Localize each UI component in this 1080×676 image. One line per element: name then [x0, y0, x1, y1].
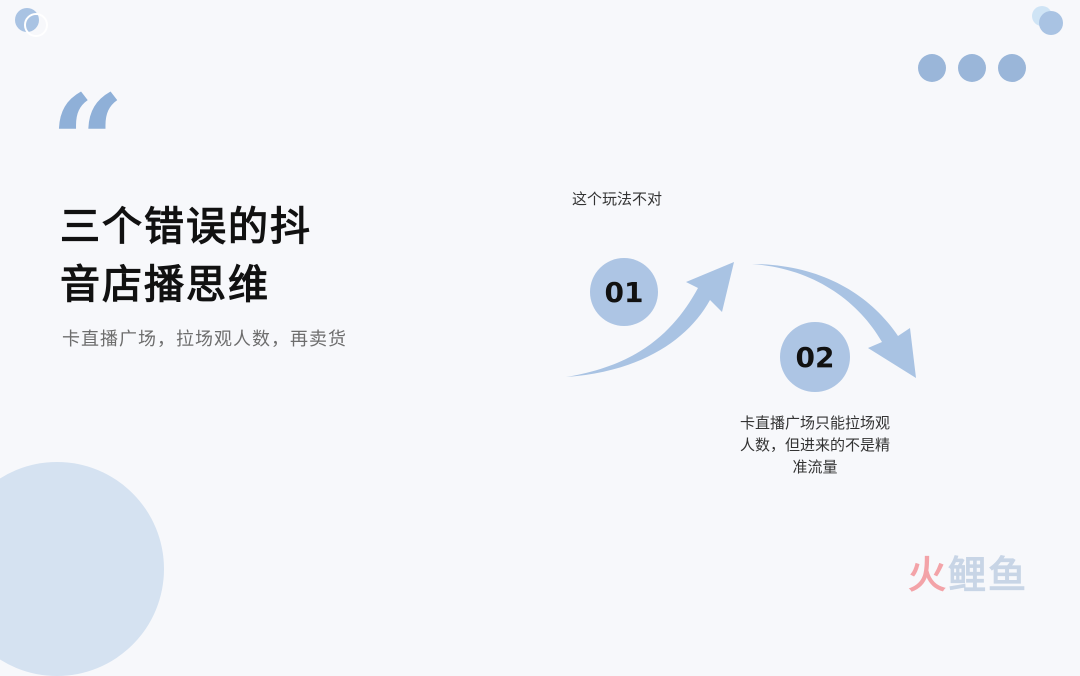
title-line-2: 音店播思维 [60, 262, 270, 308]
step-1-badge: 01 [590, 258, 658, 326]
step-2-number: 02 [795, 340, 835, 374]
watermark-part-1: 火 [908, 553, 949, 597]
slide-title: 三个错误的抖 音店播思维 [60, 198, 380, 314]
watermark-part-2: 鲤鱼 [948, 553, 1029, 597]
arrow-down-icon [752, 264, 916, 378]
arrow-up-icon [566, 262, 734, 377]
flow-arrows [566, 262, 916, 378]
step-2-badge: 02 [780, 322, 850, 392]
step-1-caption: 这个玩法不对 [572, 190, 663, 208]
slide-subtitle: 卡直播广场，拉场观人数，再卖货 [62, 329, 347, 350]
step-2-caption: 卡直播广场只能拉场观人数，但进来的不是精准流量 [739, 414, 890, 476]
corner-circles-top-left [15, 8, 48, 37]
step-1-number: 01 [604, 275, 644, 309]
decor-dot-3 [998, 54, 1026, 82]
quote-icon: “ [50, 66, 125, 219]
watermark-logo: 火鲤鱼 [908, 556, 1028, 594]
decor-dot-1 [918, 54, 946, 82]
title-line-1: 三个错误的抖 [60, 204, 312, 250]
decor-dot-2 [958, 54, 986, 82]
corner-circles-top-right [1032, 6, 1063, 35]
